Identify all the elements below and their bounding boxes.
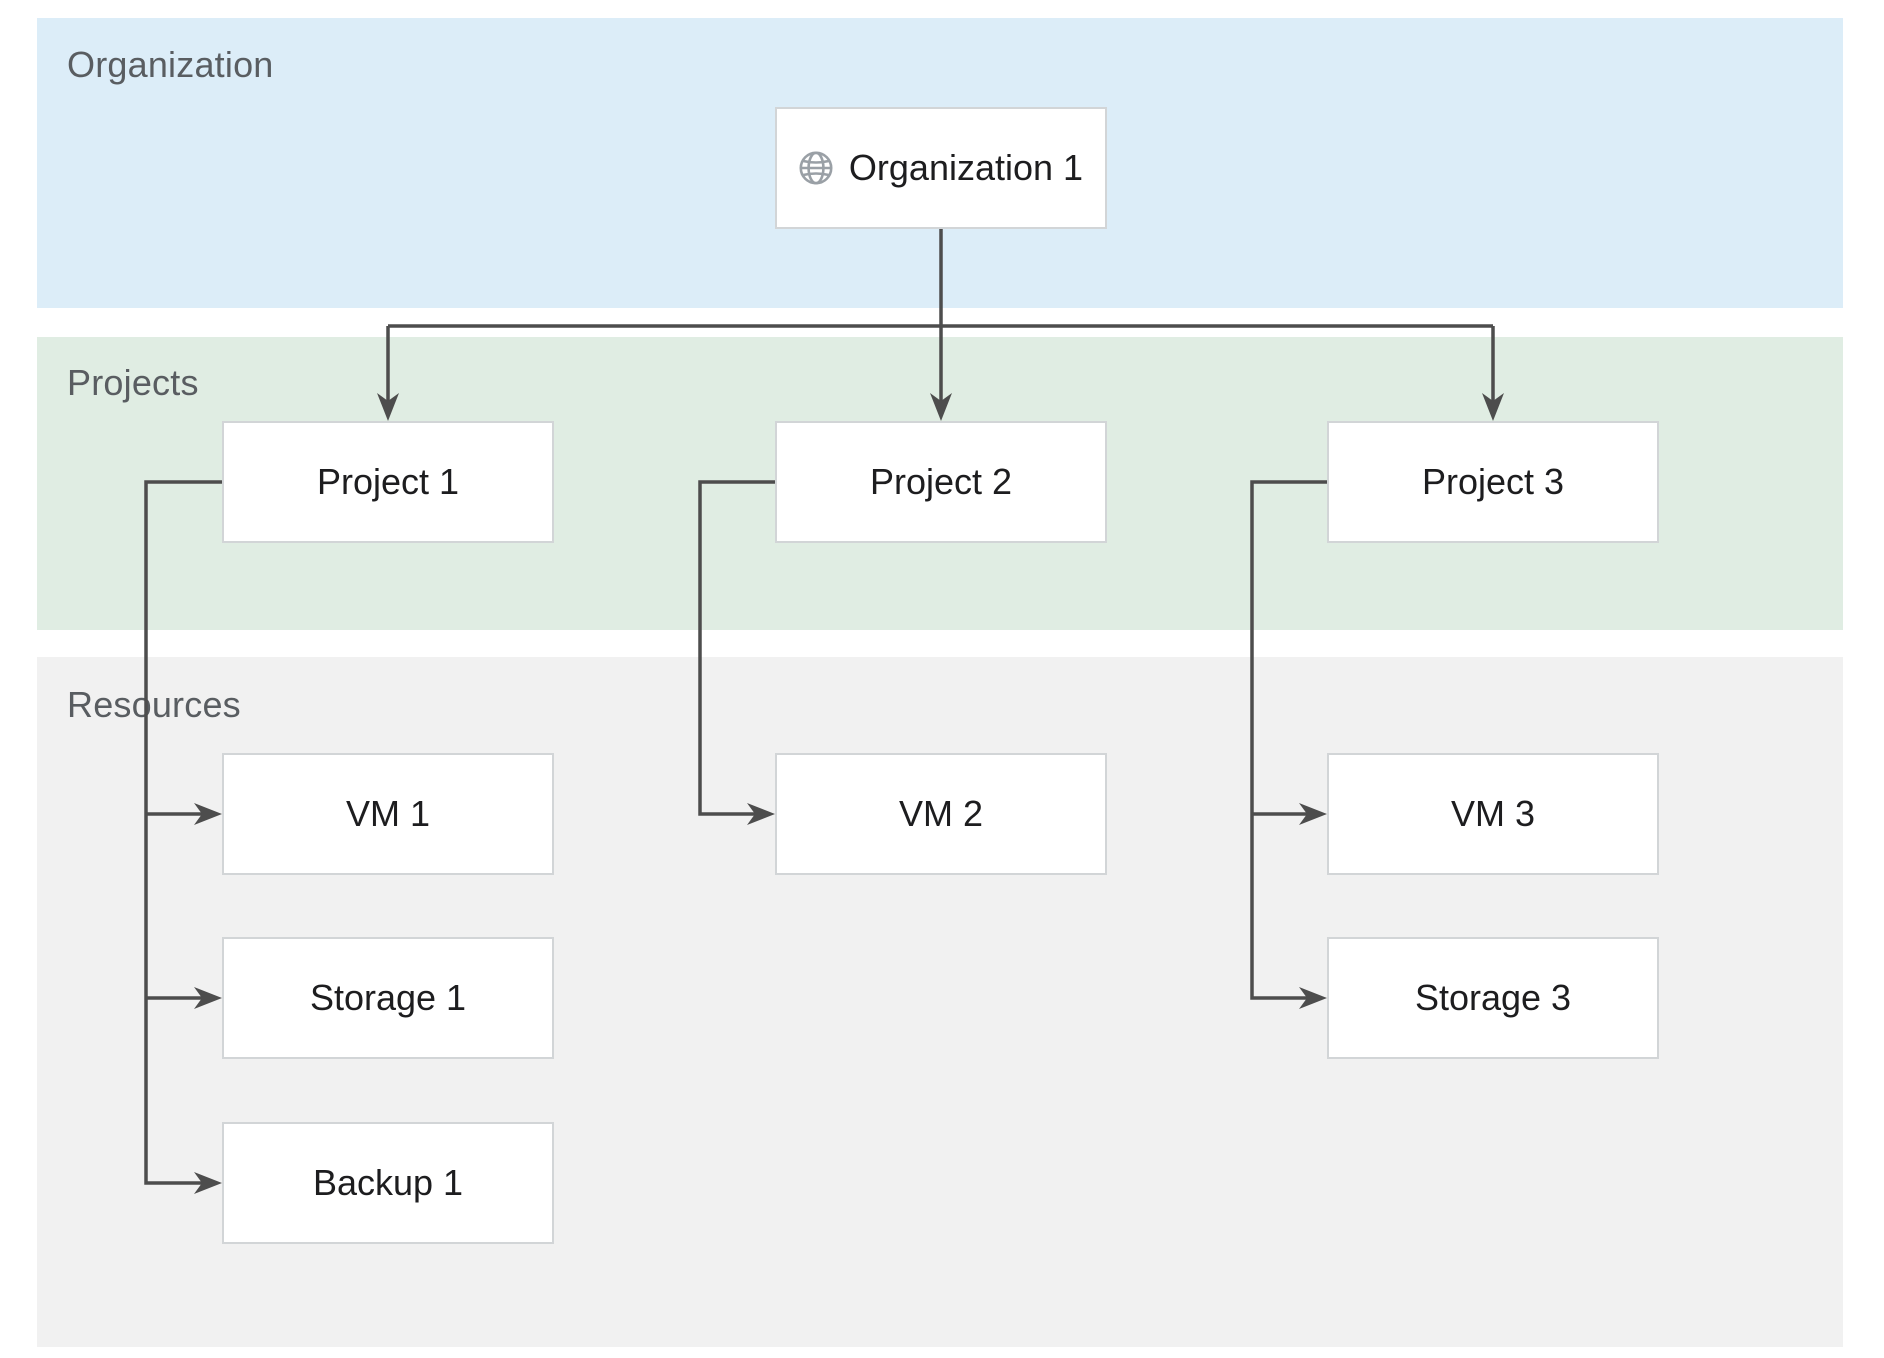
node-label: Storage 3 <box>1414 977 1572 1018</box>
node-label: Project 3 <box>1421 461 1565 502</box>
node-label: Backup 1 <box>312 1162 464 1203</box>
node-label: Project 2 <box>869 461 1013 502</box>
project-3-node: Project 3 <box>1327 421 1659 543</box>
projects-band-label: Projects <box>67 362 199 403</box>
arrowheads <box>194 393 1504 1194</box>
project-1-node: Project 1 <box>222 421 554 543</box>
resources-band-label: Resources <box>67 684 241 725</box>
storage-3-node: Storage 3 <box>1327 937 1659 1059</box>
vm-2-node: VM 2 <box>775 753 1107 875</box>
storage-1-node: Storage 1 <box>222 937 554 1059</box>
node-label: VM 2 <box>898 793 984 834</box>
vm-3-node: VM 3 <box>1327 753 1659 875</box>
backup-1-node: Backup 1 <box>222 1122 554 1244</box>
vm-1-node: VM 1 <box>222 753 554 875</box>
globe-icon <box>799 151 833 185</box>
node-label: Storage 1 <box>309 977 467 1018</box>
node-label: Project 1 <box>316 461 460 502</box>
node-label: VM 1 <box>345 793 431 834</box>
organization-1-node: Organization 1 <box>775 107 1107 229</box>
project-2-node: Project 2 <box>775 421 1107 543</box>
node-label: VM 3 <box>1450 793 1536 834</box>
organization-band-label: Organization <box>67 44 274 85</box>
node-label: Organization 1 <box>848 147 1084 188</box>
